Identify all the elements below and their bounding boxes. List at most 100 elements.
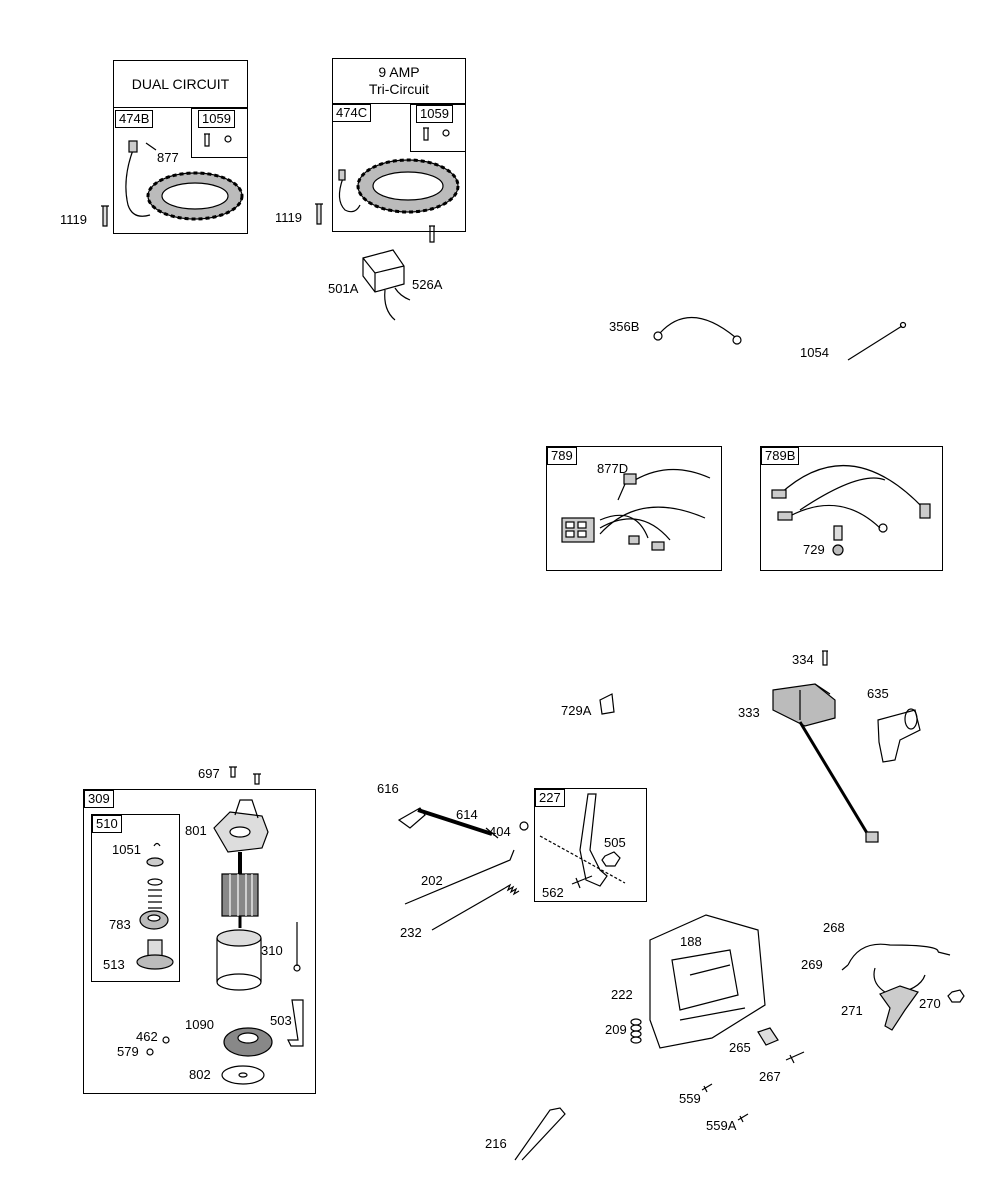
part-202: 202 bbox=[421, 873, 443, 888]
dual-circuit-title: DUAL CIRCUIT bbox=[131, 76, 230, 92]
group-box-510 bbox=[91, 814, 180, 982]
part-209: 209 bbox=[605, 1022, 627, 1037]
screw-icon bbox=[785, 1051, 805, 1064]
part-462: 462 bbox=[136, 1029, 158, 1044]
group-box-789B bbox=[760, 446, 943, 571]
part-513: 513 bbox=[103, 957, 125, 972]
cable-clamp-icon bbox=[757, 1027, 779, 1046]
screw-icon bbox=[429, 225, 435, 243]
ignition-coil-icon bbox=[772, 683, 879, 843]
part-1051: 1051 bbox=[112, 842, 141, 857]
retainer-icon bbox=[146, 857, 164, 867]
pin-icon bbox=[485, 827, 499, 839]
governor-link-icon bbox=[404, 849, 515, 905]
label-1059-b: 1059 bbox=[416, 105, 453, 123]
part-783: 783 bbox=[109, 917, 131, 932]
choke-link-icon bbox=[514, 1107, 566, 1161]
control-lever-icon bbox=[539, 793, 626, 887]
nut-icon bbox=[224, 135, 232, 143]
part-267: 267 bbox=[759, 1069, 781, 1084]
clip-icon bbox=[599, 693, 615, 715]
screw-icon bbox=[737, 1113, 749, 1123]
armature-icon bbox=[221, 852, 259, 928]
rectifier-wires bbox=[384, 287, 411, 321]
part-501A: 501A bbox=[328, 281, 359, 296]
label-1059-a: 1059 bbox=[198, 110, 235, 128]
brush-holder-icon bbox=[223, 1027, 273, 1057]
stator-lead-wire bbox=[338, 177, 361, 213]
screw-icon bbox=[253, 773, 261, 785]
label-309: 309 bbox=[84, 790, 114, 808]
screw-icon bbox=[229, 766, 237, 778]
ground-wire-icon bbox=[659, 316, 736, 338]
stator-ring-icon bbox=[146, 171, 244, 221]
throttle-lever-icon bbox=[879, 985, 919, 1031]
governor-spring-icon bbox=[431, 883, 520, 931]
screw-icon bbox=[204, 133, 210, 147]
part-729: 729 bbox=[803, 542, 825, 557]
group-box-309 bbox=[83, 789, 316, 1094]
part-801: 801 bbox=[185, 823, 207, 838]
tri-circuit-title-line1: 9 AMP bbox=[378, 64, 420, 80]
part-616: 616 bbox=[377, 781, 399, 796]
screw-icon bbox=[701, 1083, 713, 1093]
part-526A: 526A bbox=[412, 277, 443, 292]
label-474B: 474B bbox=[115, 110, 154, 128]
part-802: 802 bbox=[189, 1067, 211, 1082]
part-614: 614 bbox=[456, 807, 478, 822]
part-635: 635 bbox=[867, 686, 889, 701]
nut-icon bbox=[442, 129, 450, 137]
group-box-tri-circuit-header bbox=[332, 58, 466, 104]
part-562: 562 bbox=[542, 885, 564, 900]
screw-icon bbox=[423, 127, 429, 141]
nut-icon bbox=[146, 1048, 154, 1056]
label-474C: 474C bbox=[332, 104, 372, 122]
part-270: 270 bbox=[919, 996, 941, 1011]
wire-harness-icon bbox=[771, 464, 931, 556]
nut-icon bbox=[601, 851, 621, 867]
part-1054: 1054 bbox=[800, 345, 829, 360]
nut-icon bbox=[947, 989, 965, 1003]
stator-lead-wire bbox=[125, 149, 151, 217]
part-697: 697 bbox=[198, 766, 220, 781]
connector-877-icon bbox=[128, 140, 138, 153]
screw-icon bbox=[315, 203, 323, 225]
spark-plug-boot-icon bbox=[877, 708, 921, 763]
screw-icon bbox=[101, 205, 109, 227]
part-404: 404 bbox=[489, 824, 511, 839]
part-310: 310 bbox=[261, 943, 283, 958]
screw-icon bbox=[571, 875, 593, 889]
through-bolt-icon bbox=[293, 922, 301, 972]
washer-icon bbox=[519, 821, 529, 831]
spring-icon bbox=[148, 889, 162, 909]
label-227: 227 bbox=[535, 789, 565, 807]
group-box-789 bbox=[546, 446, 722, 571]
wire-harness-icon bbox=[561, 468, 711, 551]
pinion-gear-icon bbox=[139, 910, 169, 930]
part-1119-a: 1119 bbox=[60, 212, 87, 227]
control-bracket-icon bbox=[649, 914, 766, 1049]
part-216: 216 bbox=[485, 1136, 507, 1151]
part-559: 559 bbox=[679, 1091, 701, 1106]
washer-icon bbox=[147, 878, 163, 886]
group-box-227 bbox=[534, 788, 647, 902]
part-268: 268 bbox=[823, 920, 845, 935]
sub-box-1059-b bbox=[410, 104, 466, 152]
drive-assembly-icon bbox=[136, 939, 174, 970]
part-579: 579 bbox=[117, 1044, 139, 1059]
part-877: 877 bbox=[157, 150, 179, 165]
part-269: 269 bbox=[801, 957, 823, 972]
part-1119-b: 1119 bbox=[275, 210, 302, 225]
part-271: 271 bbox=[841, 1003, 863, 1018]
spring-icon bbox=[630, 1018, 642, 1044]
sub-box-1059-a bbox=[191, 108, 248, 158]
part-503: 503 bbox=[270, 1013, 292, 1028]
nut-icon bbox=[162, 1036, 170, 1044]
part-232: 232 bbox=[400, 925, 422, 940]
starter-housing-icon bbox=[216, 929, 262, 991]
cable-tie-icon bbox=[847, 325, 903, 361]
part-334: 334 bbox=[792, 652, 814, 667]
drive-end-cap-icon bbox=[213, 799, 269, 853]
part-1090: 1090 bbox=[185, 1017, 214, 1032]
screw-icon bbox=[822, 650, 828, 666]
